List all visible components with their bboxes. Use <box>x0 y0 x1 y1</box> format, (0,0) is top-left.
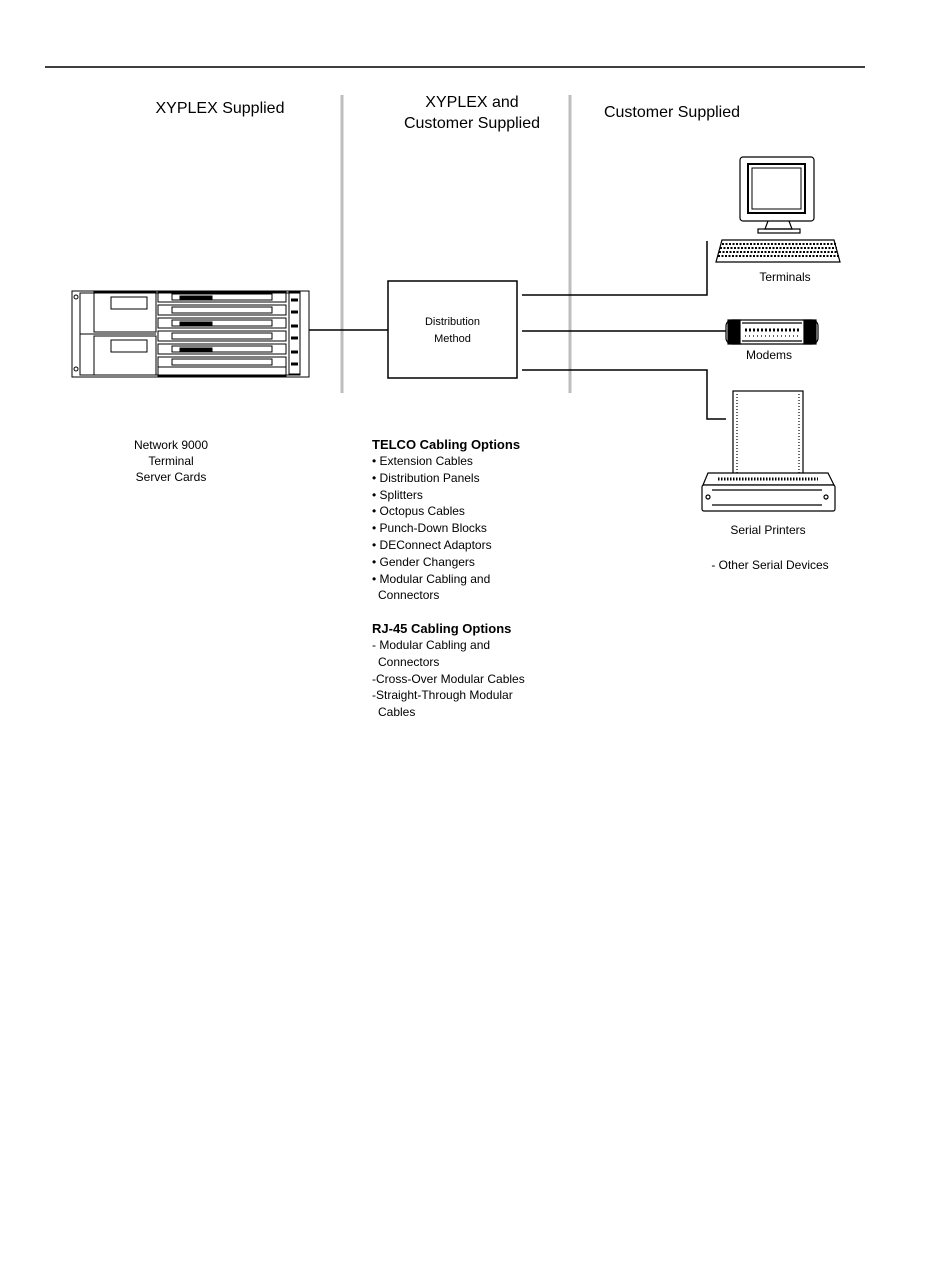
rj45-options: RJ-45 Cabling Options - Modular Cabling … <box>372 620 572 721</box>
telco-option-item: • DEConnect Adaptors <box>372 537 492 552</box>
terminal-icon <box>715 156 841 263</box>
printer-icon <box>701 390 836 512</box>
server-label-line3: Server Cards <box>135 470 207 484</box>
telco-option-item: • Gender Changers <box>372 554 475 569</box>
header-xyplex-supplied: XYPLEX Supplied <box>155 100 285 117</box>
header-xyplex-and-customer-supplied: XYPLEX and Customer Supplied <box>372 92 572 134</box>
telco-option-item: • Octopus Cables <box>372 504 465 519</box>
distribution-box <box>387 280 518 379</box>
server-chassis-icon <box>71 290 310 378</box>
modem-icon <box>725 319 819 345</box>
telco-options-title: TELCO Cabling Options <box>372 437 521 452</box>
connector-to-printers <box>522 369 726 420</box>
header-customer-supplied: Customer Supplied <box>603 104 741 121</box>
server-label: Network 9000 Terminal Server Cards <box>111 437 231 485</box>
rj45-option-item: -Straight-Through Modular <box>372 688 513 703</box>
distribution-box-label: Distribution Method <box>388 314 517 348</box>
server-label-line2: Terminal <box>148 454 194 468</box>
telco-option-item: • Splitters <box>372 487 423 502</box>
printers-label: Serial Printers <box>730 523 806 537</box>
rj45-options-title: RJ-45 Cabling Options <box>372 621 512 636</box>
connector-to-terminals <box>522 241 708 296</box>
rj45-option-item: -Cross-Over Modular Cables <box>372 671 525 686</box>
header-shared-line2: Customer Supplied <box>403 115 541 132</box>
server-label-line1: Network 9000 <box>133 438 209 452</box>
telco-option-item: Connectors <box>378 588 440 603</box>
telco-option-item: • Distribution Panels <box>372 470 480 485</box>
telco-option-item: • Modular Cabling and <box>372 571 491 586</box>
terminals-label: Terminals <box>759 270 811 284</box>
rj45-option-item: Cables <box>378 705 416 720</box>
distribution-label-line2: Method <box>434 333 471 345</box>
telco-option-item: • Punch-Down Blocks <box>372 521 487 536</box>
telco-option-item: • Extension Cables <box>372 454 473 468</box>
modems-label: Modems <box>745 348 792 362</box>
header-shared-line1: XYPLEX and <box>425 94 519 111</box>
telco-options: TELCO Cabling Options • Extension Cables… <box>372 436 572 604</box>
distribution-label-line1: Distribution <box>424 316 481 328</box>
rj45-option-item: Connectors <box>378 654 440 669</box>
other-devices-label: - Other Serial Devices <box>711 558 829 572</box>
rj45-option-item: - Modular Cabling and <box>372 638 491 652</box>
